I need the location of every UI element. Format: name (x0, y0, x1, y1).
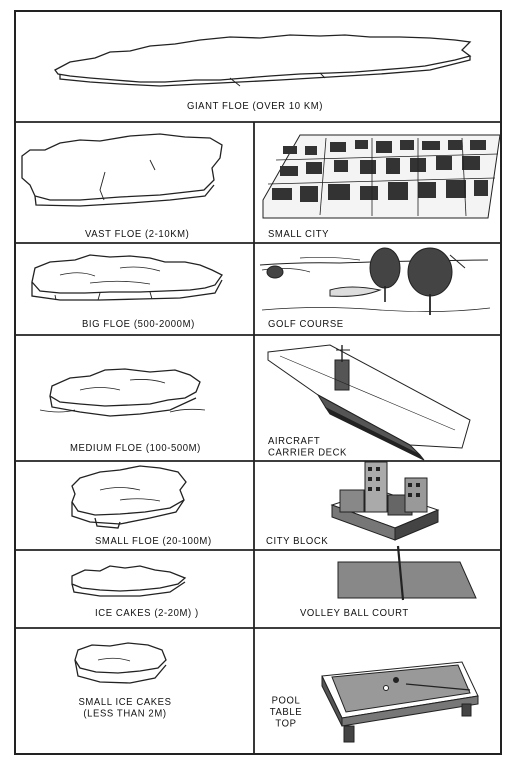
medium-floe-label: MEDIUM FLOE (100-500M) (70, 442, 201, 455)
giant-floe-illustration (54, 34, 472, 87)
big-floe-illustration (31, 254, 223, 301)
golf-course-label: GOLF COURSE (268, 318, 344, 331)
figure-frame (14, 10, 502, 755)
vast-floe-label: VAST FLOE (2-10KM) (85, 228, 190, 241)
medium-floe-illustration (39, 368, 206, 417)
vast-floe-illustration (21, 133, 223, 207)
big-floe-label: BIG FLOE (500-2000M) (82, 318, 195, 331)
pool-table-top-label: POOL TABLE TOP (269, 695, 303, 730)
city-block-illustration (330, 461, 440, 541)
grid-lines (14, 121, 502, 755)
small-floe-label: SMALL FLOE (20-100M) (95, 535, 212, 548)
small-ice-cakes-illustration (74, 642, 167, 684)
aircraft-carrier-illustration (267, 344, 471, 461)
volleyball-court-illustration (337, 545, 477, 601)
small-city-label: SMALL CITY (268, 228, 330, 241)
small-ice-cakes-label: SMALL ICE CAKES (LESS THAN 2M) (78, 696, 172, 720)
small-floe-illustration (71, 465, 187, 529)
ice-cakes-illustration (71, 565, 187, 597)
aircraft-carrier-deck-label: AIRCRAFT CARRIER DECK (268, 435, 347, 459)
ice-cakes-label: ICE CAKES (2-20M) ) (95, 607, 199, 620)
volleyball-court-label: VOLLEY BALL COURT (300, 607, 409, 620)
city-block-label: CITY BLOCK (266, 535, 329, 548)
golf-course-illustration (259, 247, 491, 315)
small-city-illustration (262, 134, 501, 219)
pool-table-illustration (321, 661, 479, 743)
giant-floe-label: GIANT FLOE (OVER 10 KM) (186, 100, 324, 113)
